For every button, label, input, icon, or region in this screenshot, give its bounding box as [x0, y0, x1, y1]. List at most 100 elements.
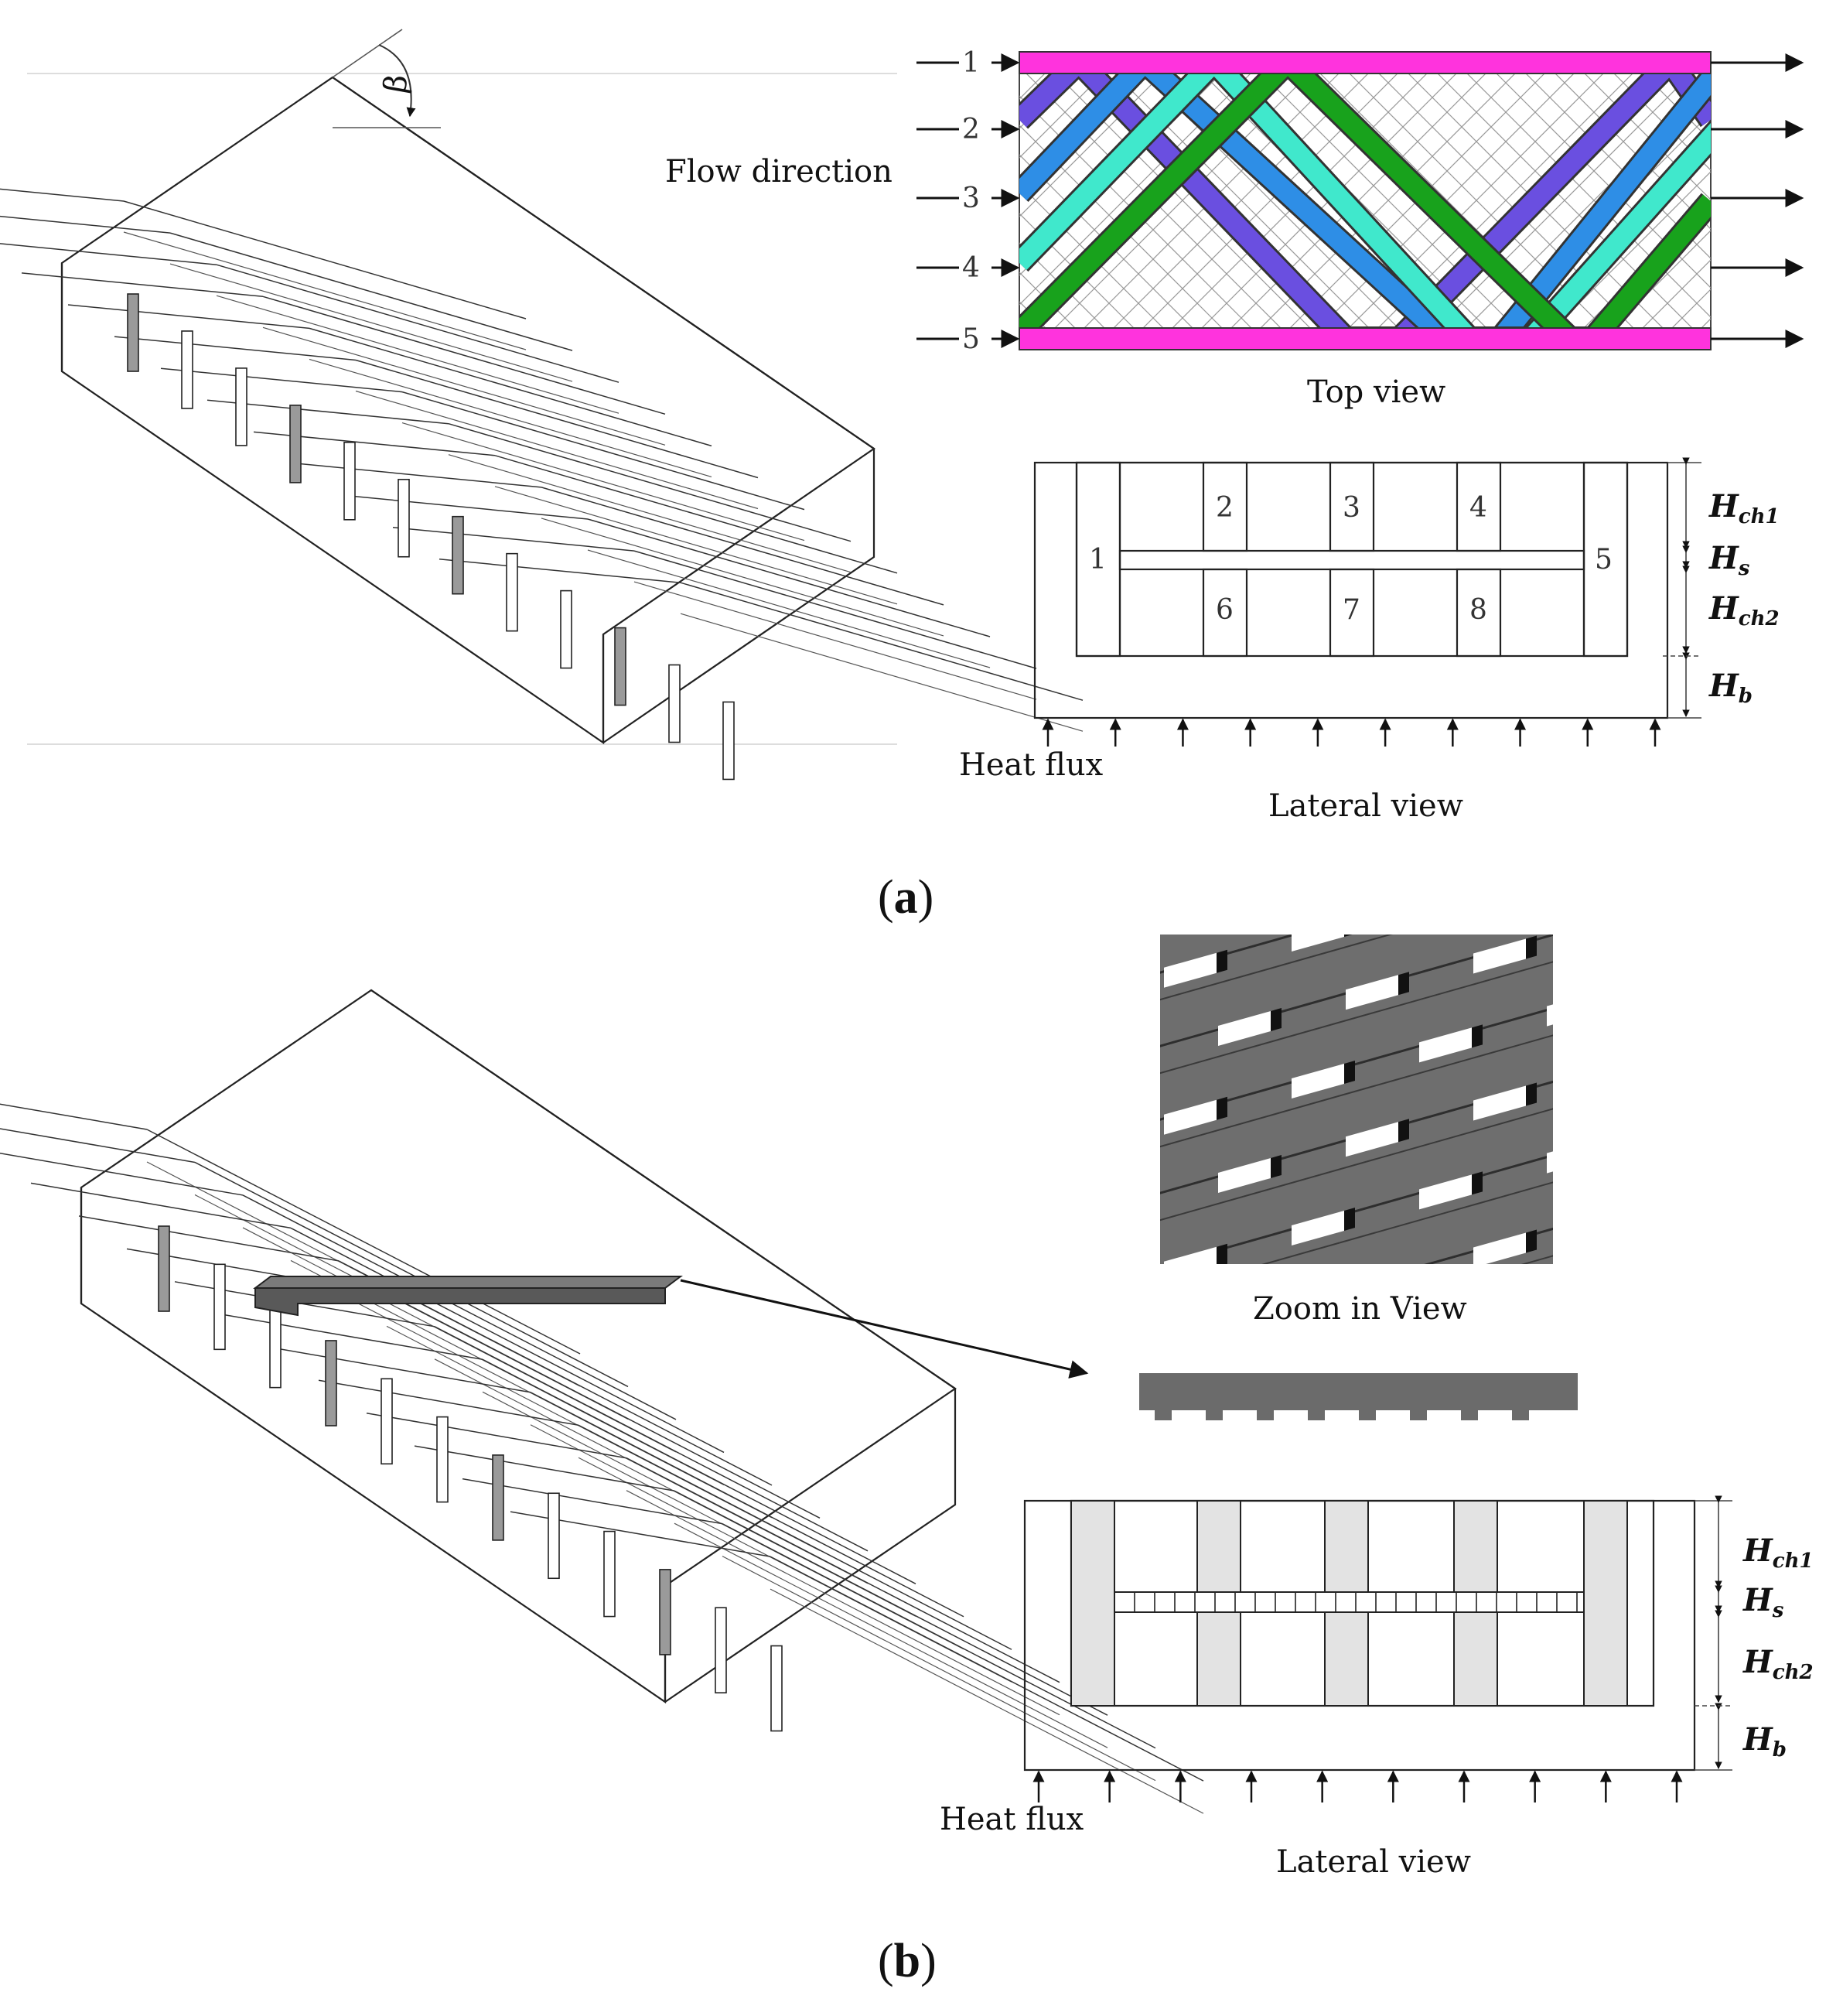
iso-fins: [127, 293, 735, 781]
lateral-view-title-b: Lateral view: [1276, 1844, 1471, 1880]
zoom-slot: [1547, 1004, 1553, 1027]
zoom-content: [1160, 903, 1654, 1264]
lateral-fin: [1070, 1500, 1115, 1707]
top-view-title: Top view: [1307, 374, 1445, 410]
lateral-separator-a: [1118, 549, 1585, 571]
hatch-line: [1720, 62, 1843, 339]
zoom-slot: [1164, 1099, 1217, 1135]
dim-hch2-b: Hch2: [1742, 1644, 1814, 1684]
hatch-line: [1019, 62, 1116, 159]
zoom-slot: [1346, 975, 1398, 1010]
zoom-slot-shadow: [1526, 935, 1537, 959]
lattice-line: [541, 487, 944, 606]
lattice-line: [541, 518, 944, 637]
iso-fin: [452, 515, 464, 595]
lattice-line: [216, 295, 619, 414]
lattice-line: [67, 304, 310, 330]
heat-flux-label-b: Heat flux: [940, 1802, 1084, 1837]
lattice-line: [626, 1490, 1060, 1716]
zoom-slot-shadow: [1472, 1024, 1483, 1048]
angle-ref-line: [332, 29, 403, 78]
lattice-line: [346, 494, 589, 520]
lattice-line: [0, 215, 171, 234]
channel-path: [1019, 62, 1711, 339]
zoom-slot: [1292, 1064, 1344, 1099]
hatch-line: [1720, 62, 1843, 339]
separator-plate: [1139, 1373, 1578, 1410]
lattice-line: [680, 582, 1084, 701]
fin-number-2: 2: [1216, 492, 1234, 524]
hatch-line: [1838, 62, 1843, 339]
hatch-line: [1543, 171, 1711, 339]
lateral-fin-7: [1329, 568, 1375, 658]
zoom-slot-shadow: [1526, 1082, 1537, 1106]
lattice-line: [674, 1490, 1108, 1716]
hatch-line: [1308, 62, 1586, 339]
hatch-line: [1808, 62, 1843, 339]
iso-fin: [213, 1263, 226, 1351]
panel-label-a: (a): [878, 871, 933, 924]
hatch-line: [1808, 62, 1843, 339]
dim-hs-a: Hs: [1708, 540, 1750, 580]
zoom-slot: [1218, 1157, 1271, 1193]
separator-tooth: [1461, 1410, 1478, 1420]
flow-direction-label: Flow direction: [665, 154, 892, 190]
lateral-view-b: Hch1 Hs Hch2 Hb Heat flux Lateral view: [940, 1495, 1814, 1880]
highlighted-separator: [254, 1287, 666, 1317]
lattice-line: [0, 188, 125, 202]
separator-strip: [1114, 1591, 1585, 1613]
zoom-slot: [1601, 903, 1654, 938]
hatch-line: [1779, 62, 1843, 339]
lateral-fin-2: [1202, 461, 1248, 552]
lateral-fin-6: [1202, 568, 1248, 658]
iso-fins-b: [158, 1225, 783, 1732]
lateral-fin-4: [1456, 461, 1502, 552]
separator-tooth: [1155, 1410, 1172, 1420]
lattice-line: [216, 264, 619, 383]
zoom-slot-shadow: [1344, 935, 1353, 938]
zoom-slot: [1601, 1050, 1654, 1085]
zoom-slot-shadow: [1599, 989, 1610, 1012]
inlet-number: 4: [962, 252, 980, 284]
iso-fin: [398, 478, 410, 558]
hatch-line: [1602, 62, 1711, 171]
hatch-line: [1631, 259, 1711, 339]
hatch-line: [691, 62, 968, 339]
iso-fin: [668, 664, 681, 743]
hatch-line: [1043, 62, 1322, 339]
hatch-line: [1838, 62, 1843, 339]
heat-flux-arrows-a: [1042, 718, 1661, 747]
iso-heatsink-a: β Flow direction: [0, 29, 1084, 781]
lattice-line: [587, 549, 991, 668]
hatch-line: [1690, 318, 1711, 339]
dimension-lines-a: [1663, 457, 1701, 719]
angle-symbol: β: [377, 72, 415, 96]
lattice-line: [242, 1194, 677, 1420]
side-channel-top: [1019, 51, 1712, 74]
zoom-slot: [1419, 1027, 1472, 1063]
zoom-slot-shadow: [1472, 1171, 1483, 1195]
lattice-line: [401, 391, 805, 511]
lattice-line: [123, 231, 527, 350]
lattice-line: [722, 1522, 1156, 1749]
hatch-line: [1019, 330, 1028, 339]
lattice-line: [309, 327, 712, 447]
zoom-slot: [1601, 1197, 1654, 1232]
lattice-line: [146, 1129, 581, 1355]
hatch-line: [1749, 62, 1843, 339]
iso-fin: [325, 1340, 337, 1427]
iso-heatsink-b: [0, 989, 1204, 1814]
lattice-line: [462, 1478, 723, 1525]
separator-tooth: [1308, 1410, 1325, 1420]
dim-hch1-a: Hch1: [1708, 488, 1780, 528]
zoom-slot: [1218, 1010, 1271, 1046]
fin-number-1: 1: [1089, 544, 1107, 576]
inlet-number: 3: [962, 183, 980, 214]
dim-hb-b: Hb: [1742, 1721, 1787, 1761]
hatch-line: [1019, 62, 1263, 306]
iso-channel-grid: [0, 188, 1084, 732]
zoom-slot: [1292, 1211, 1344, 1246]
hatch-line: [1690, 62, 1711, 83]
